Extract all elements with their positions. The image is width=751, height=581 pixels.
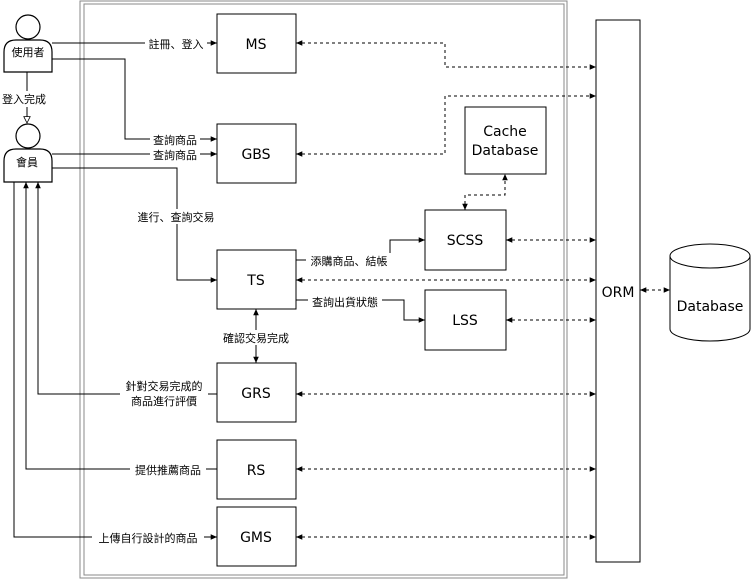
upload-bg <box>92 530 204 545</box>
register-login-bg <box>145 36 207 51</box>
recommend-label: 提供推薦商品 <box>135 463 201 477</box>
grs-label: GRS <box>241 386 271 402</box>
gbs-box: GBS <box>216 123 297 184</box>
edge-recommend <box>23 182 217 470</box>
review-label-line2: 商品進行評價 <box>131 394 197 408</box>
login-done-bg <box>0 91 50 107</box>
edge-user-query-goods <box>52 58 217 142</box>
actor-member: 會員 <box>3 123 53 183</box>
database-label: Database <box>677 299 744 315</box>
query-goods-label-1: 查詢商品 <box>153 133 197 147</box>
rs-label: RS <box>247 463 266 479</box>
query-ship-label: 查詢出貨狀態 <box>312 295 378 309</box>
upload-label: 上傳自行設計的商品 <box>99 531 198 545</box>
edge-upload <box>13 182 217 540</box>
login-done-label: 登入完成 <box>2 92 46 106</box>
confirm-trade-bg <box>218 330 294 345</box>
system-boundary-inner <box>83 3 565 576</box>
edge-ms-orm <box>296 40 596 70</box>
lss-box: LSS <box>424 289 507 351</box>
gms-label: GMS <box>240 530 272 546</box>
recommend-bg <box>130 462 206 477</box>
scss-box: SCSS <box>424 209 507 271</box>
edge-scss-cache <box>462 174 508 210</box>
gms-box: GMS <box>216 506 297 567</box>
grs-box: GRS <box>216 362 297 423</box>
add-cart-label: 添購商品、結帳 <box>311 254 388 268</box>
query-ship-bg <box>308 294 382 309</box>
ms-box: MS <box>216 13 297 74</box>
trade-bg <box>132 209 220 224</box>
review-label-line1: 針對交易完成的 <box>126 379 203 393</box>
cache-label-line2: Database <box>472 143 539 159</box>
trade-label: 進行、查詢交易 <box>138 210 215 224</box>
query-goods-1-bg <box>150 132 200 147</box>
lss-label: LSS <box>452 313 478 329</box>
scss-label: SCSS <box>447 233 484 249</box>
actor-user-label: 使用者 <box>12 46 45 59</box>
register-login-label: 註冊、登入 <box>149 37 204 51</box>
actor-member-label: 會員 <box>16 155 38 169</box>
ms-label: MS <box>246 37 267 53</box>
query-goods-label-2: 查詢商品 <box>153 148 197 162</box>
ts-label: TS <box>246 273 265 289</box>
add-cart-bg <box>306 253 392 268</box>
ts-box: TS <box>216 249 297 310</box>
cache-database-box: Cache Database <box>464 106 547 175</box>
orm-box: ORM <box>595 19 641 563</box>
system-boundary-outer <box>79 0 568 579</box>
query-goods-2-bg <box>150 148 200 162</box>
confirm-trade-label: 確認交易完成 <box>223 331 289 345</box>
review-bg <box>120 378 208 408</box>
actor-user: 使用者 <box>3 14 53 73</box>
edge-gbs-orm <box>296 93 596 157</box>
database-cylinder: Database <box>669 243 751 342</box>
orm-label: ORM <box>602 285 635 301</box>
gbs-label: GBS <box>241 147 270 163</box>
rs-box: RS <box>216 439 297 500</box>
cache-label-line1: Cache <box>483 124 527 140</box>
